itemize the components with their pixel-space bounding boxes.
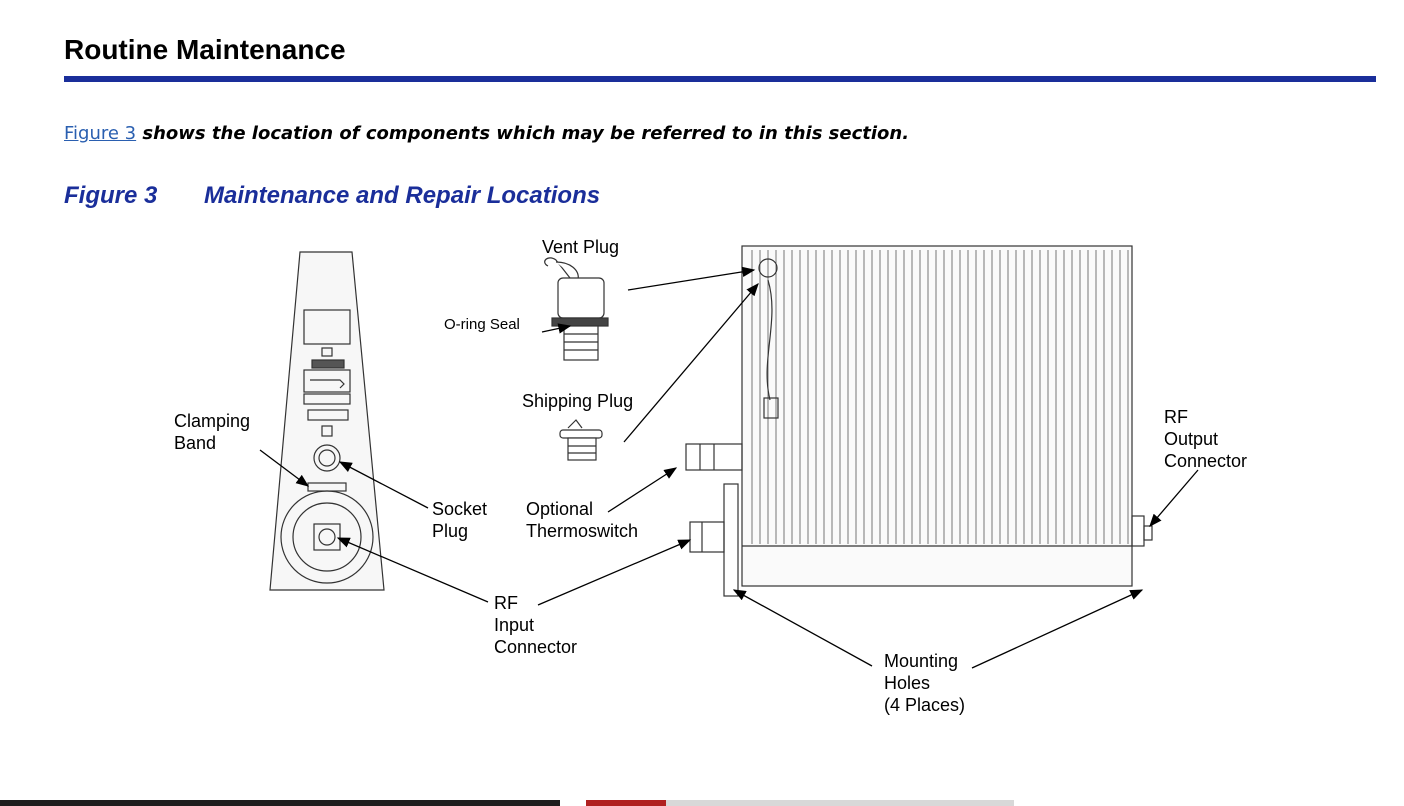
intro-paragraph: Figure 3 shows the location of component… [64, 122, 909, 145]
label-socket-plug: Socket Plug [432, 499, 488, 541]
label-rf-input-connector: RF Input Connector [494, 593, 578, 657]
footer-bar-dark [0, 800, 560, 806]
label-rf-output-connector: RF Output Connector [1164, 407, 1248, 471]
figure-link[interactable]: Figure 3 [64, 123, 137, 144]
figure-caption: Figure 3 Maintenance and Repair Locations [64, 182, 600, 210]
side-view [685, 245, 1153, 597]
leader-arrows [259, 266, 1199, 669]
title-rule [64, 76, 1376, 82]
footer-bar-red [586, 800, 666, 806]
label-clamping-band: Clamping Band [174, 411, 251, 453]
label-optional-thermoswitch: Optional Thermoswitch [526, 499, 639, 541]
label-shipping-plug: Shipping Plug [522, 391, 634, 411]
figure-number: Figure 3 [64, 182, 158, 209]
shipping-plug-drawing [559, 419, 603, 461]
label-mounting-holes: Mounting Holes (4 Places) [884, 651, 966, 715]
front-view [269, 251, 385, 591]
figure-title: Maintenance and Repair Locations [204, 182, 601, 209]
label-vent-plug: Vent Plug [542, 237, 620, 257]
label-oring-seal: O-ring Seal [444, 316, 520, 333]
intro-text: shows the location of components which m… [136, 123, 910, 144]
vent-plug-drawing [544, 257, 609, 361]
footer-bar-gray [666, 800, 1014, 806]
page-title: Routine Maintenance [64, 34, 346, 65]
